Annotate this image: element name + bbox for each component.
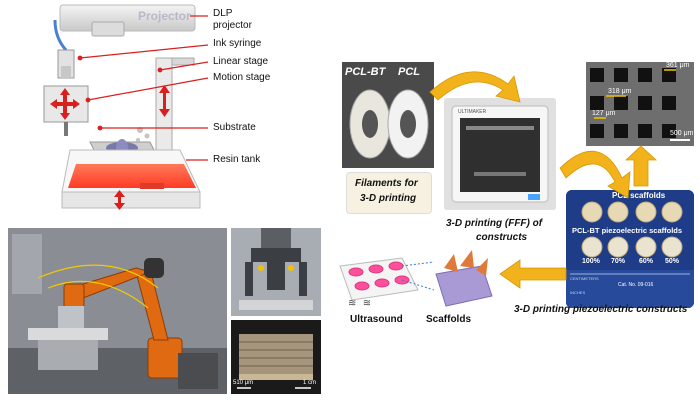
scaffold-cells xyxy=(435,250,493,307)
cell-culture-illustration xyxy=(336,246,496,316)
ultrasound-label: Ultrasound xyxy=(350,314,403,325)
ruler-cm: CENTIMETERS xyxy=(570,276,599,281)
label-pcl: PCL xyxy=(398,66,420,78)
sem-measure-3: 127 μm xyxy=(592,110,616,117)
label-dlp-line2: projector xyxy=(213,20,252,31)
ruler-inches: INCHES xyxy=(570,290,586,295)
label-substrate: Substrate xyxy=(213,122,256,133)
projector-text: Projector xyxy=(138,9,191,23)
gripper-photo xyxy=(231,228,321,316)
projector-lens xyxy=(91,21,125,37)
label-linear-stage: Linear stage xyxy=(213,56,269,67)
label-motion-stage: Motion stage xyxy=(213,72,271,83)
scale-bar-left: 510 μm xyxy=(233,380,254,386)
printer-brand: ULTIMAKER xyxy=(458,109,487,115)
arrow-scaffolds-to-culture xyxy=(499,259,567,289)
syringe-tube xyxy=(53,19,68,52)
label-ink-syringe: Ink syringe xyxy=(213,38,262,49)
label-resin-tank: Resin tank xyxy=(213,154,261,165)
ultrasound-icon: ≋ ≋ xyxy=(348,298,372,309)
scale-bar-right: 1 cm xyxy=(303,380,317,386)
spool-pcl xyxy=(387,89,429,159)
percent-100: 100% xyxy=(582,258,600,265)
label-pcl-bt: PCL-BT xyxy=(345,66,386,78)
percent-60: 60% xyxy=(639,258,654,265)
linear-stage-arrow xyxy=(159,85,170,117)
dlp-diagram: Projector DLP projector Ink syringe Line… xyxy=(0,0,330,220)
catalog-number: Cat. No. 09-016 xyxy=(618,282,654,288)
tank-arrow xyxy=(114,190,125,210)
pcl-scaffold-discs xyxy=(581,201,683,223)
pcl-scaffolds-title: PCL scaffolds xyxy=(612,191,666,200)
arrow-scaffolds-to-sem xyxy=(624,145,658,187)
filaments-photo: PCL-BT PCL xyxy=(342,62,434,168)
pclbt-scaffold-discs xyxy=(581,236,683,258)
scaffolds-label: Scaffolds xyxy=(426,314,472,325)
spool-pcl-bt xyxy=(349,89,391,159)
robot-arm xyxy=(63,267,183,379)
resin-fill xyxy=(68,164,196,188)
filaments-caption-box xyxy=(346,172,432,214)
sem-measure-1: 361 μm xyxy=(666,62,690,69)
sem-scale-bar: 500 μm xyxy=(670,130,694,137)
percent-50: 50% xyxy=(665,258,680,265)
sem-measure-2: 318 μm xyxy=(608,88,632,95)
filaments-caption-line2: 3-D printing xyxy=(360,193,417,204)
printer-caption-line1: 3-D printing (FFF) of xyxy=(446,218,543,229)
well-plate xyxy=(339,257,419,301)
printed-construct-photo: 510 μm 1 cm xyxy=(231,320,321,394)
filaments-caption-line1: Filaments for xyxy=(355,178,418,189)
robot-arm-photo xyxy=(8,228,227,394)
label-dlp-line1: DLP xyxy=(213,8,233,19)
printer-caption-line2: constructs xyxy=(476,232,528,243)
piezo-caption: 3-D printing piezoelectric constructs xyxy=(514,304,688,315)
printer-photo: ULTIMAKER xyxy=(444,98,556,210)
scaffolds-board: PCL scaffolds PCL-BT piezoelectric scaff… xyxy=(566,190,694,308)
dlp-diagram-svg xyxy=(43,4,209,210)
percent-70: 70% xyxy=(611,258,626,265)
pclbt-scaffolds-title: PCL-BT piezoelectric scaffolds xyxy=(572,226,683,235)
sem-image: 361 μm 318 μm 127 μm 500 μm xyxy=(586,62,694,146)
motion-arrows xyxy=(50,88,80,120)
